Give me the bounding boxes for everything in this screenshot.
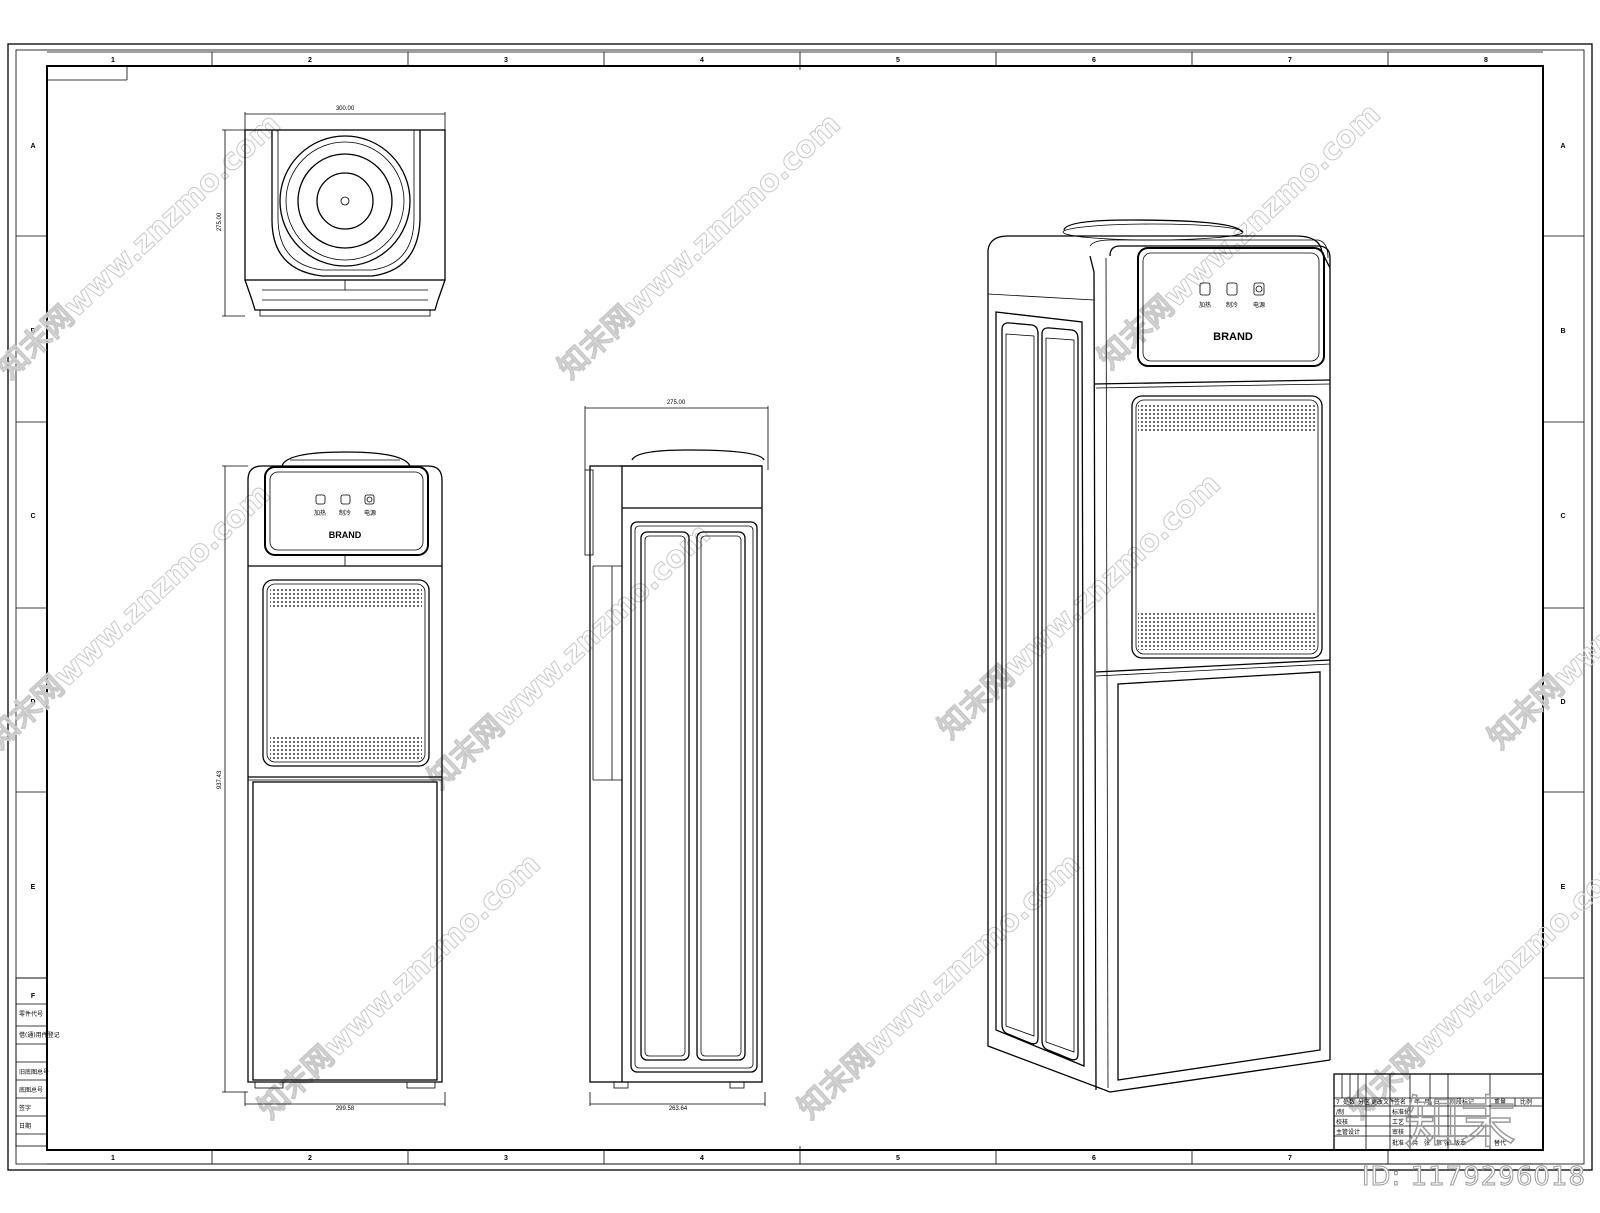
tb-row0-8: 阶段标记 bbox=[1450, 1098, 1474, 1106]
row-b: B bbox=[30, 328, 35, 335]
iso-btn-heat-label: 加热 bbox=[1199, 301, 1211, 309]
row-b-right: B bbox=[1560, 328, 1565, 335]
tb-row3-2: 审核 bbox=[1392, 1128, 1404, 1136]
iso-brand: BRAND bbox=[1213, 331, 1253, 343]
tb-row4-8: 替代 bbox=[1494, 1139, 1506, 1147]
tb-row0-1: 处数 bbox=[1343, 1098, 1355, 1106]
col-1: 1 bbox=[111, 57, 115, 64]
top-zone-strip bbox=[47, 51, 1543, 81]
left-revision-table: F 零件代号 借(通)用件登记 旧底图总号 底图总号 签字 日期 bbox=[15, 977, 60, 1147]
watermark-1: 知末网www.znzmo.com bbox=[0, 107, 287, 386]
front-btn-cool-label: 制冷 bbox=[339, 509, 351, 517]
col-3-bottom: 3 bbox=[504, 1155, 508, 1162]
row-letters-left: A B C D E bbox=[30, 143, 35, 891]
col-3: 3 bbox=[504, 57, 508, 64]
tb-row0-4: 签名 bbox=[1394, 1098, 1406, 1106]
tb-row0-6: 月 bbox=[1424, 1099, 1430, 1106]
left-table-row-6: 日期 bbox=[19, 1122, 31, 1130]
tb-row2-2: 工艺 bbox=[1392, 1118, 1404, 1126]
front-btn-heat-label: 加热 bbox=[314, 509, 326, 517]
tb-row0-0: 7 bbox=[1336, 1099, 1340, 1106]
col-4-bottom: 4 bbox=[700, 1155, 704, 1162]
watermark-6: 知末网www.znzmo.com bbox=[932, 467, 1228, 746]
row-e-right: E bbox=[1561, 884, 1566, 891]
row-a-right: A bbox=[1560, 143, 1565, 150]
watermark-7: 知末网www.znzmo.com bbox=[1482, 477, 1600, 756]
col-6: 6 bbox=[1092, 57, 1096, 64]
front-brand: BRAND bbox=[329, 530, 362, 540]
front-view: 937.43 299.58 加热 制冷 电源 BRAND bbox=[217, 451, 446, 1112]
left-table-row-0: F bbox=[31, 993, 36, 1000]
left-table-row-5: 签字 bbox=[19, 1104, 31, 1112]
iso-btn-cool-label: 制冷 bbox=[1226, 301, 1238, 309]
col-5: 5 bbox=[896, 57, 900, 64]
tb-row4-4: 张 bbox=[1424, 1139, 1430, 1147]
col-1-bottom: 1 bbox=[111, 1155, 115, 1162]
row-e: E bbox=[31, 884, 36, 891]
left-table-row-3: 旧底图总号 bbox=[19, 1068, 49, 1076]
outer-border bbox=[7, 43, 1593, 1171]
watermark-2: 知末网www.znzmo.com bbox=[552, 107, 848, 386]
iso-btn-power-label: 电源 bbox=[1253, 301, 1265, 309]
col-5-bottom: 5 bbox=[896, 1155, 900, 1162]
dim-top-width: 300.00 bbox=[336, 106, 355, 112]
tb-row4-6: 张 bbox=[1444, 1139, 1450, 1147]
tb-row0-3: 更改文件 bbox=[1371, 1098, 1395, 1106]
tb-row4-3: 共 bbox=[1412, 1139, 1418, 1147]
dim-front-height: 937.43 bbox=[217, 770, 223, 789]
col-6-bottom: 6 bbox=[1092, 1155, 1096, 1162]
col-7: 7 bbox=[1288, 57, 1292, 64]
row-d: D bbox=[30, 699, 35, 706]
left-table-row-1: 零件代号 bbox=[19, 1010, 43, 1018]
side-zone-strips bbox=[16, 235, 1584, 979]
tb-row4-7: 版本 bbox=[1454, 1139, 1466, 1147]
bottom-zone-strip bbox=[47, 1146, 1543, 1165]
row-letters-right: A B C D E bbox=[1560, 143, 1565, 891]
row-d-right: D bbox=[1560, 699, 1565, 706]
title-block: 7 处数 分区 更改文件 签名 年 月 日 阶段标记 重量 比例 /制 标准化 … bbox=[1333, 1073, 1544, 1151]
tb-row1-0: /制 bbox=[1336, 1108, 1344, 1116]
dim-top-depth: 275.00 bbox=[217, 212, 223, 231]
tb-row0-2: 分区 bbox=[1358, 1098, 1370, 1106]
left-table-row-4: 底图总号 bbox=[19, 1086, 43, 1094]
column-numbers-bottom: 1 2 3 4 5 6 7 bbox=[111, 1155, 1292, 1162]
row-c-right: C bbox=[1560, 513, 1565, 520]
top-view: 300.00 275.00 bbox=[217, 106, 446, 317]
watermark-9: 知末网www.znzmo.com bbox=[792, 847, 1088, 1126]
column-numbers-top: 1 2 3 4 5 6 7 8 bbox=[111, 57, 1488, 64]
col-2: 2 bbox=[308, 57, 312, 64]
row-a: A bbox=[30, 143, 35, 150]
tb-row0-5: 年 bbox=[1414, 1098, 1420, 1106]
tb-row0-9: 重量 bbox=[1494, 1098, 1506, 1106]
row-c: C bbox=[30, 513, 35, 520]
col-4: 4 bbox=[700, 57, 704, 64]
watermark-5: 知末网www.znzmo.com bbox=[422, 517, 718, 796]
front-btn-power-label: 电源 bbox=[364, 509, 376, 517]
isometric-view: 加热 制冷 电源 BRAND bbox=[987, 219, 1331, 1093]
watermark-id: ID: 1179296018 bbox=[1361, 1162, 1586, 1193]
tb-row3-0: 主管设计 bbox=[1336, 1128, 1360, 1136]
watermark-8: 知末网www.znzmo.com bbox=[252, 847, 548, 1126]
dim-side-top: 275.00 bbox=[667, 400, 686, 406]
col-7-bottom: 7 bbox=[1288, 1155, 1292, 1162]
tb-row1-2: 标准化 bbox=[1392, 1108, 1410, 1116]
side-view: 275.00 263.64 bbox=[584, 400, 769, 1112]
inner-border bbox=[15, 49, 1585, 1165]
watermarks: 知末网www.znzmo.com 知末网www.znzmo.com 知末网www… bbox=[0, 96, 1600, 1126]
tb-row2-0: 校核 bbox=[1336, 1118, 1348, 1126]
watermark-4: 知末网www.znzmo.com bbox=[0, 477, 277, 756]
tb-row4-2: 批准 bbox=[1392, 1139, 1404, 1147]
col-8: 8 bbox=[1484, 57, 1488, 64]
left-table-row-2: 借(通)用件登记 bbox=[19, 1031, 60, 1039]
dim-side-bottom: 263.64 bbox=[669, 1106, 688, 1112]
tb-row0-10: 比例 bbox=[1520, 1098, 1532, 1106]
col-2-bottom: 2 bbox=[308, 1155, 312, 1162]
watermark-logo: 知末 bbox=[1403, 1090, 1517, 1157]
dim-front-bottom: 299.58 bbox=[336, 1106, 355, 1112]
tb-row4-5: 第 bbox=[1436, 1139, 1442, 1147]
tb-row0-7: 日 bbox=[1434, 1099, 1440, 1106]
